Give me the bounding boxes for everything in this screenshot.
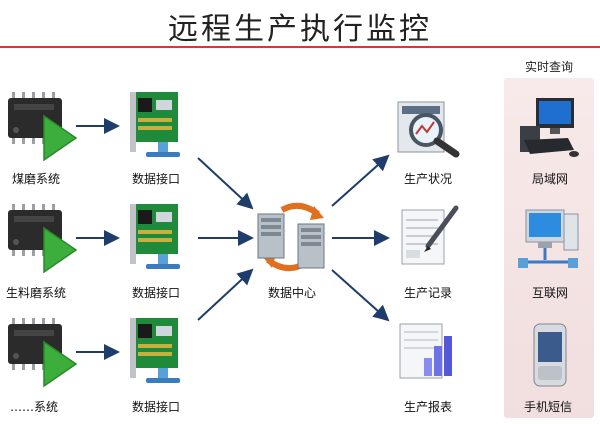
servers-sync-icon (252, 200, 334, 278)
desktop-computer-icon (516, 96, 582, 164)
arrow-center-report (331, 269, 390, 322)
system-label: ……系统 (10, 400, 59, 414)
report-chart-icon (398, 318, 460, 386)
realtime-title: 实时查询 (524, 60, 573, 74)
interface-label: 数据接口 (132, 400, 181, 414)
chip-play-icon (6, 314, 78, 394)
arrow-center-status (331, 154, 390, 207)
system-label: 煤磨系统 (12, 172, 61, 186)
realtime-item-label: 互联网 (532, 286, 569, 300)
network-card-icon (128, 202, 184, 278)
output-label: 生产记录 (404, 286, 453, 300)
form-pen-icon (398, 204, 460, 272)
mobile-phone-icon (524, 322, 576, 392)
interface-label: 数据接口 (132, 172, 181, 186)
output-label: 生产报表 (404, 400, 453, 414)
networked-pc-icon (516, 208, 582, 278)
center-label: 数据中心 (268, 286, 317, 300)
chip-play-icon (6, 88, 78, 168)
interface-label: 数据接口 (132, 286, 181, 300)
output-label: 生产状况 (404, 172, 453, 186)
realtime-item-label: 手机短信 (524, 400, 573, 414)
system-label: 生料磨系统 (6, 286, 67, 300)
network-card-icon (128, 90, 184, 166)
title-divider (0, 46, 600, 48)
magnifier-chart-icon (396, 96, 460, 162)
realtime-item-label: 局域网 (532, 172, 569, 186)
chip-play-icon (6, 200, 78, 280)
network-card-icon (128, 316, 184, 392)
arrow-interface1-center (197, 157, 254, 210)
arrow-interface3-center (197, 268, 254, 321)
page-title: 远程生产执行监控 (168, 12, 432, 47)
